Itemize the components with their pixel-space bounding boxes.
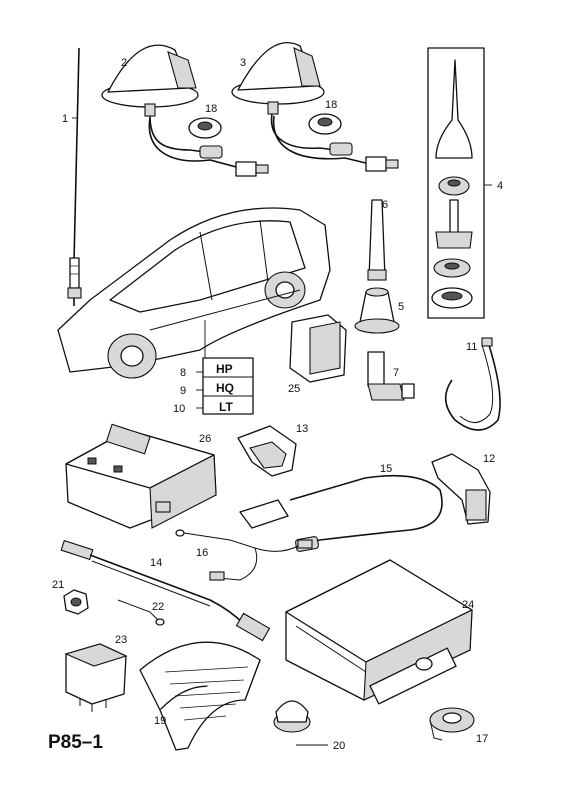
callout-23: 23 xyxy=(115,634,127,646)
part-11-cable-strap xyxy=(444,337,501,431)
part-25-bracket xyxy=(289,314,347,383)
part-18-grommet-left xyxy=(188,117,222,139)
callout-18-right: 18 xyxy=(325,99,337,111)
figure-id: P85–1 xyxy=(48,732,103,753)
callout-14: 14 xyxy=(150,557,162,569)
part-24-radio-unit xyxy=(285,559,473,705)
part-26-control-unit xyxy=(65,423,217,529)
callout-22: 22 xyxy=(152,601,164,613)
callout-25: 25 xyxy=(288,383,300,395)
variant-table xyxy=(196,320,254,415)
part-1-rod-antenna xyxy=(67,47,82,306)
part-18-grommet-right xyxy=(308,113,342,135)
callout-12: 12 xyxy=(483,453,495,465)
variant-row-3-code: LT xyxy=(219,400,233,414)
part-5-antenna-foot xyxy=(354,287,400,334)
callout-11: 11 xyxy=(466,341,477,353)
callout-20: 20 xyxy=(333,740,345,752)
callout-24: 24 xyxy=(462,599,474,611)
part-19-trim-cover xyxy=(139,641,261,751)
callout-26: 26 xyxy=(199,433,211,445)
variant-row-1-num: 8 xyxy=(180,367,186,379)
callout-17: 17 xyxy=(476,733,488,745)
part-13-cable-clip xyxy=(237,425,297,477)
part-12-holder-clip xyxy=(431,453,491,525)
part-2-roof-antenna-base xyxy=(101,44,269,177)
callout-3: 3 xyxy=(240,57,246,69)
part-16-eyelet-lead xyxy=(175,529,313,581)
callout-5: 5 xyxy=(398,301,404,313)
callout-16: 16 xyxy=(196,547,208,559)
vehicle-outline xyxy=(57,207,331,379)
callout-2: 2 xyxy=(121,57,127,69)
variant-row-1-code: HP xyxy=(216,362,233,376)
callout-21: 21 xyxy=(52,579,64,591)
part-4-antenna-kit xyxy=(427,47,485,319)
callout-18-left: 18 xyxy=(205,103,217,115)
callout-4: 4 xyxy=(497,180,503,192)
part-7-angled-connector xyxy=(367,351,415,401)
part-3-roof-antenna-base xyxy=(231,41,399,172)
callout-7: 7 xyxy=(393,367,399,379)
callout-6: 6 xyxy=(382,199,388,211)
variant-row-2-code: HQ xyxy=(216,381,234,395)
part-15-extension-cable xyxy=(239,474,443,552)
part-20-knob xyxy=(273,700,311,733)
part-6-short-rod xyxy=(367,199,387,281)
variant-row-3-num: 10 xyxy=(173,403,185,415)
part-23-relay xyxy=(64,643,128,712)
variant-row-2-num: 9 xyxy=(180,385,186,397)
part-14-coax-cable xyxy=(60,539,271,642)
callout-1: 1 xyxy=(62,113,68,125)
part-22-jumper-wire xyxy=(117,599,165,626)
callout-15: 15 xyxy=(380,463,392,475)
part-17-tape-roll xyxy=(429,707,475,741)
callout-13: 13 xyxy=(296,423,308,435)
part-21-nut xyxy=(63,589,89,615)
callout-19: 19 xyxy=(154,715,166,727)
